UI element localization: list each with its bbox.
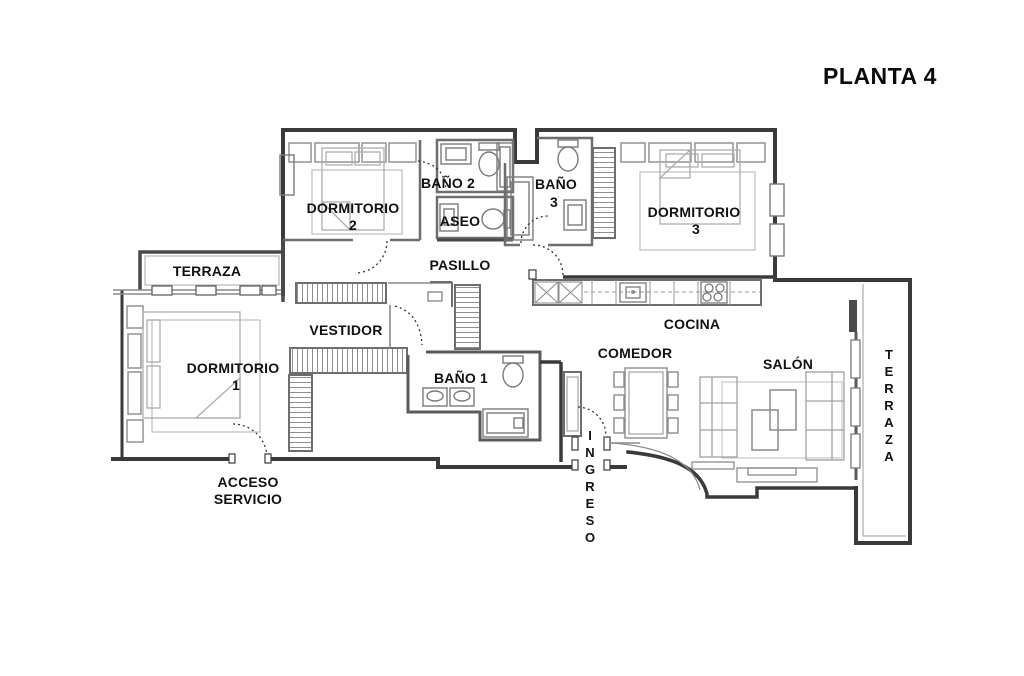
label-terraza-left: TERRAZA: [172, 262, 242, 279]
sink: [439, 203, 459, 232]
shower: [506, 176, 534, 241]
label-bano1: BAÑO 1: [433, 369, 489, 386]
label-bano3-line1: BAÑO: [534, 175, 578, 192]
ingreso-structure: [540, 360, 701, 491]
toilet-tank: [557, 139, 579, 148]
comedor-furniture: [613, 367, 679, 439]
dormitorio2-room: [279, 140, 422, 274]
wardrobe-bottom: [289, 347, 408, 374]
kitchen-sink: [619, 282, 647, 303]
label-dormitorio2-line2: 2: [349, 216, 357, 233]
door-arc: [232, 423, 268, 459]
label-dormitorio2-line1: DORMITORIO: [306, 199, 400, 216]
label-aseo: ASEO: [439, 212, 481, 229]
door-post: [528, 269, 537, 280]
cooktop: [700, 281, 728, 304]
door-arc: [394, 305, 423, 346]
coffee-tables: [751, 389, 797, 451]
shower-head: [513, 417, 524, 429]
plan-title: PLANTA 4: [823, 62, 937, 89]
entry-closet: [563, 371, 582, 437]
bano2-room: [417, 138, 515, 194]
label-salon: SALÓN: [763, 355, 813, 372]
door-arc: [520, 215, 549, 244]
hall-closet: [454, 284, 481, 350]
label-bano3-line2: 3: [550, 193, 558, 210]
dormitorio3-room: [592, 142, 785, 257]
label-dormitorio1-line1: DORMITORIO: [186, 359, 280, 376]
window-sill-marks: [151, 285, 277, 296]
sofa-left: [699, 376, 738, 458]
toilet-tank: [502, 355, 524, 364]
pasillo-structure: [388, 281, 481, 350]
sofa-right: [805, 371, 845, 461]
salon-furniture: [691, 300, 861, 483]
sink: [563, 199, 587, 231]
windows: [850, 339, 861, 469]
entry-door-arc: [577, 406, 607, 437]
toilet-bowl: [557, 146, 579, 172]
toilet-bowl: [502, 362, 524, 388]
dining-table: [624, 367, 668, 439]
terraza-right-structure: [862, 284, 906, 537]
door-arc: [532, 244, 564, 276]
headboard-cabinets: [620, 142, 766, 163]
sink-1: [422, 387, 448, 407]
terrace-door: [849, 300, 857, 332]
label-pasillo: PASILLO: [429, 256, 491, 273]
dormitorio1-room: [126, 305, 272, 464]
side-cabinets: [126, 305, 144, 443]
label-dormitorio1-line2: 1: [232, 376, 240, 393]
terraza-left-structure: [113, 250, 285, 296]
bed: [658, 148, 741, 225]
label-ingreso: INGRESO: [582, 428, 598, 547]
door-posts: [228, 453, 272, 464]
rug: [639, 171, 756, 251]
counter: [532, 279, 762, 306]
sideboard: [691, 461, 818, 483]
sink: [440, 143, 472, 165]
rug: [311, 169, 403, 235]
vestidor-structure: [281, 240, 423, 452]
bed: [142, 311, 241, 419]
label-cocina: COCINA: [663, 315, 721, 332]
bano3-room: [503, 136, 594, 247]
door-arc: [354, 240, 388, 274]
wardrobe-side: [288, 374, 313, 452]
bed: [320, 147, 385, 232]
bano1-room: [406, 350, 542, 442]
rug: [721, 381, 843, 459]
window: [279, 154, 295, 196]
toilet-bowl: [481, 208, 505, 230]
label-vestidor: VESTIDOR: [309, 321, 383, 338]
label-terraza-right: TERRAZA: [881, 347, 897, 466]
shower: [482, 408, 529, 438]
rug: [151, 319, 261, 433]
label-dormitorio3-line2: 3: [692, 220, 700, 237]
wardrobe-top: [295, 282, 387, 304]
label-acceso-line1: ACCESO: [217, 473, 279, 490]
label-bano2: BAÑO 2: [420, 174, 476, 191]
cocina-structure: [528, 244, 775, 306]
chairs: [613, 371, 679, 434]
sink-2: [449, 387, 475, 407]
toilet-tank: [478, 142, 500, 151]
label-dormitorio3-line1: DORMITORIO: [647, 203, 741, 220]
label-comedor: COMEDOR: [597, 344, 673, 361]
label-acceso-line2: SERVICIO: [213, 490, 283, 507]
wardrobe: [592, 147, 616, 239]
windows: [769, 183, 785, 257]
toilet-bowl: [478, 151, 500, 177]
tall-cabinets: [534, 281, 583, 304]
